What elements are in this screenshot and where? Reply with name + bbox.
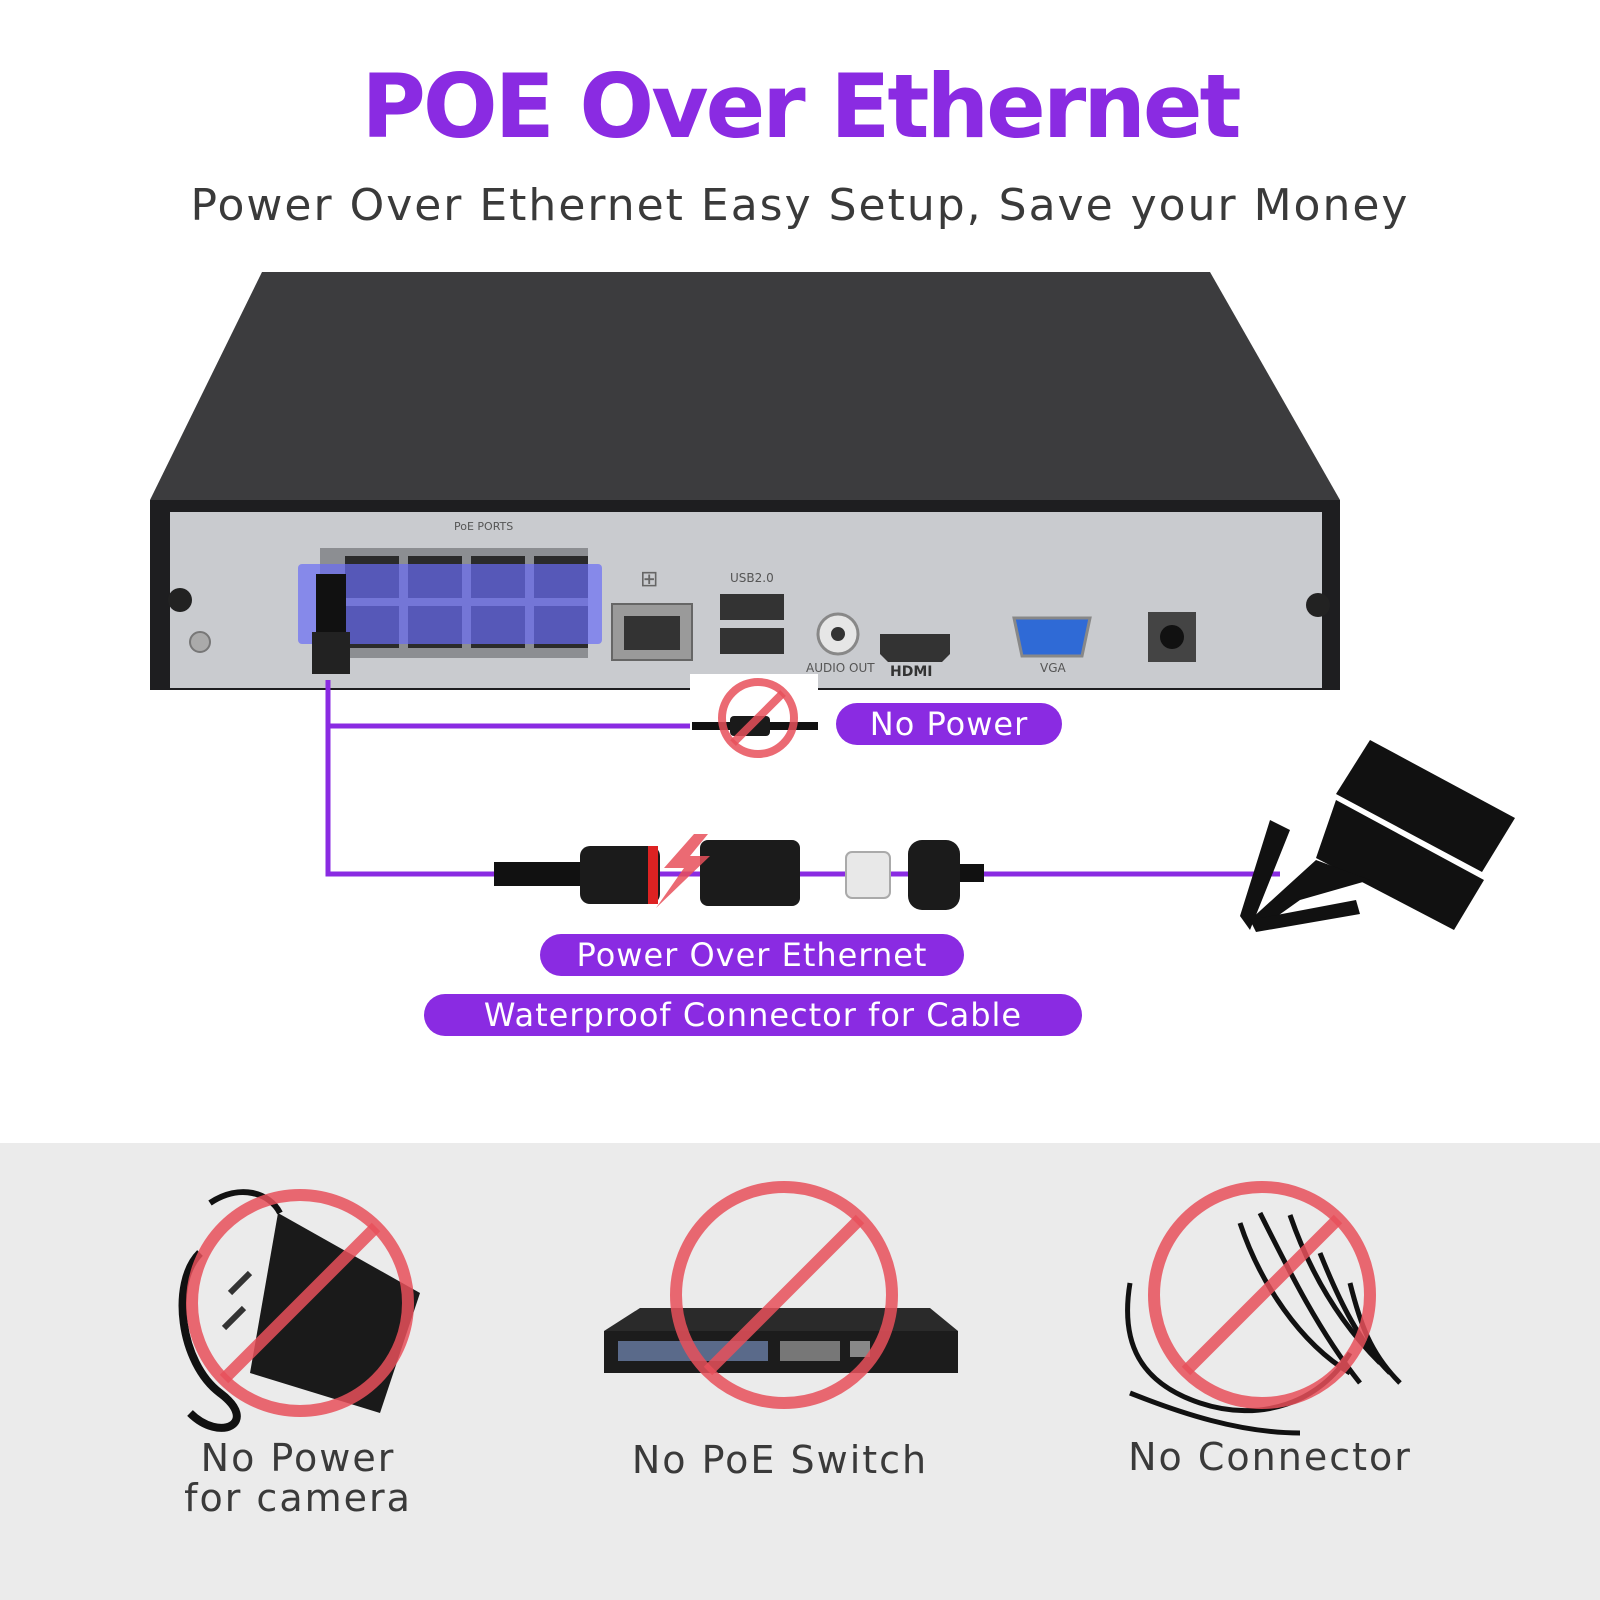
not-required-panel: No Power for camera No PoE Switch No Con… <box>0 1143 1600 1600</box>
caption-no-poe-switch: No PoE Switch <box>590 1440 970 1480</box>
poe-badge: Power Over Ethernet <box>540 934 964 976</box>
rj45-plug <box>316 574 346 634</box>
lightning-icon <box>656 834 710 908</box>
poe-ports <box>298 548 602 658</box>
no-connector-prohibit-icon <box>1148 1181 1376 1409</box>
vga-label: VGA <box>1040 661 1067 675</box>
vga-port[interactable] <box>1012 616 1092 658</box>
ground-icon <box>189 631 211 653</box>
poe-ports-highlight <box>298 564 602 644</box>
caption-line: No Power <box>200 1436 396 1480</box>
no-poe-switch-prohibit-icon <box>670 1181 898 1409</box>
waterproof-badge: Waterproof Connector for Cable <box>424 994 1082 1036</box>
caption-line: No PoE Switch <box>631 1438 929 1482</box>
caption-no-power: No Power for camera <box>108 1438 488 1518</box>
nvr-top-surface <box>150 272 1340 500</box>
camera-icon <box>1240 740 1515 932</box>
waterproof-connector <box>494 834 984 910</box>
page-title: POE Over Ethernet <box>361 55 1241 158</box>
poe-switch-icon <box>604 1308 958 1373</box>
network-icon: ⊞ <box>640 567 658 592</box>
poe-ports-label: PoE PORTS <box>454 520 513 533</box>
hdmi-port[interactable] <box>880 634 950 662</box>
poe-diagram: PoE PORTS ⊞ USB2.0 AUDIO OUT HDMI VGA <box>150 272 1515 932</box>
no-power-prohibit-icon <box>718 678 798 758</box>
power-adapter-icon <box>178 1189 420 1432</box>
not-required-icons <box>178 1181 1402 1436</box>
caption-line: No Connector <box>1128 1435 1412 1479</box>
caption-no-connector: No Connector <box>1080 1437 1460 1477</box>
usb-label: USB2.0 <box>730 571 774 585</box>
usb-port[interactable] <box>720 628 784 654</box>
no-power-adapter-prohibit-icon <box>186 1189 414 1417</box>
screw-icon <box>168 588 192 612</box>
page-subtitle: Power Over Ethernet Easy Setup, Save you… <box>190 180 1410 231</box>
hdmi-label: HDMI <box>890 664 932 680</box>
screw-icon <box>1306 593 1330 617</box>
caption-line: for camera <box>184 1476 412 1520</box>
audio-out-label: AUDIO OUT <box>806 661 875 675</box>
usb-port[interactable] <box>720 594 784 620</box>
no-power-badge: No Power <box>836 703 1062 745</box>
